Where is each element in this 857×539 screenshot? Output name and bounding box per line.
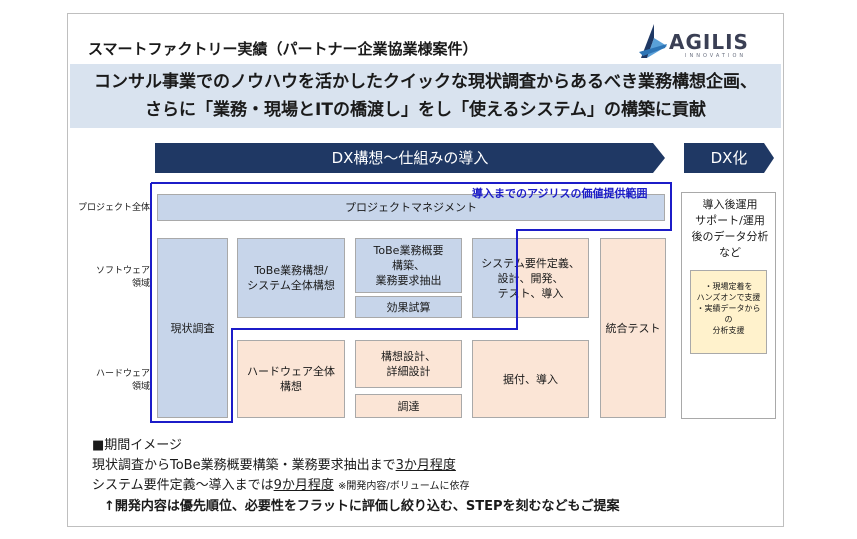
procurement-box: 調達 <box>355 394 462 418</box>
period-duration-1: 3か月程度 <box>395 458 456 473</box>
row-label-hardware: ハードウェア 領域 <box>95 369 150 392</box>
value-range-label: 導入までのアジリスの価値提供範囲 <box>472 187 648 200</box>
dx-column-text: 導入後運用 サポート/運用 後のデータ分析 など <box>691 198 769 259</box>
slide-title: スマートファクトリー実績（パートナー企業協業様案件） <box>88 40 478 58</box>
period-duration-2: 9か月程度 <box>273 478 334 493</box>
integration-test-box: 統合テスト <box>600 238 666 418</box>
current-survey-box: 現状調査 <box>157 238 228 418</box>
slide-frame <box>67 13 784 527</box>
tobe-concept-box: ToBe業務構想/ システム全体構想 <box>237 238 345 318</box>
period-heading: ■期間イメージ <box>92 438 183 453</box>
concept-design-box: 構想設計、 詳細設計 <box>355 340 462 388</box>
logo-text: AGILIS <box>669 30 749 54</box>
period-note: ※開発内容/ボリュームに依存 <box>338 481 470 492</box>
logo-mark-icon <box>639 24 667 58</box>
system-requirements-box: システム要件定義、 設計、開発、 テスト、導入 <box>472 238 589 318</box>
effect-trial-box: 効果試算 <box>355 296 462 318</box>
dx-support-note: ・現場定着を ハンズオンで支援 ・実績データからの 分析支援 <box>690 270 767 354</box>
tobe-outline-box: ToBe業務概要 構築、 業務要求抽出 <box>355 238 462 293</box>
hardware-concept-box: ハードウェア全体 構想 <box>237 340 345 418</box>
period-line-1: 現状調査からToBe業務概要構築・業務要求抽出まで3か月程度 <box>92 458 456 473</box>
project-management-box: プロジェクトマネジメント <box>157 194 665 221</box>
dx-column-frame <box>681 192 776 419</box>
period-line-2: システム要件定義～導入までは9か月程度 ※開発内容/ボリュームに依存 <box>92 478 470 493</box>
proposal-note: ↑開発内容は優先順位、必要性をフラットに評価し絞り込む、STEPを刻むなどもご提… <box>104 499 620 514</box>
phase-arrow-main: DX構想～仕組みの導入 <box>155 143 665 173</box>
install-box: 据付、導入 <box>472 340 589 418</box>
row-label-software: ソフトウェア 領域 <box>95 266 150 289</box>
headline-banner: コンサル事業でのノウハウを活かしたクイックな現状調査からあるべき業務構想企画、 … <box>70 64 781 128</box>
phase-arrow-dx: DX化 <box>684 143 774 173</box>
logo-tagline: INNOVATION <box>685 53 747 59</box>
headline-line-2: さらに「業務・現場とITの橋渡し」をし「使えるシステム」の構築に貢献 <box>145 100 706 120</box>
row-label-project: プロジェクト全体 <box>77 203 150 213</box>
agilis-logo: AGILIS INNOVATION <box>637 22 777 64</box>
headline-line-1: コンサル事業でのノウハウを活かしたクイックな現状調査からあるべき業務構想企画、 <box>94 72 757 92</box>
